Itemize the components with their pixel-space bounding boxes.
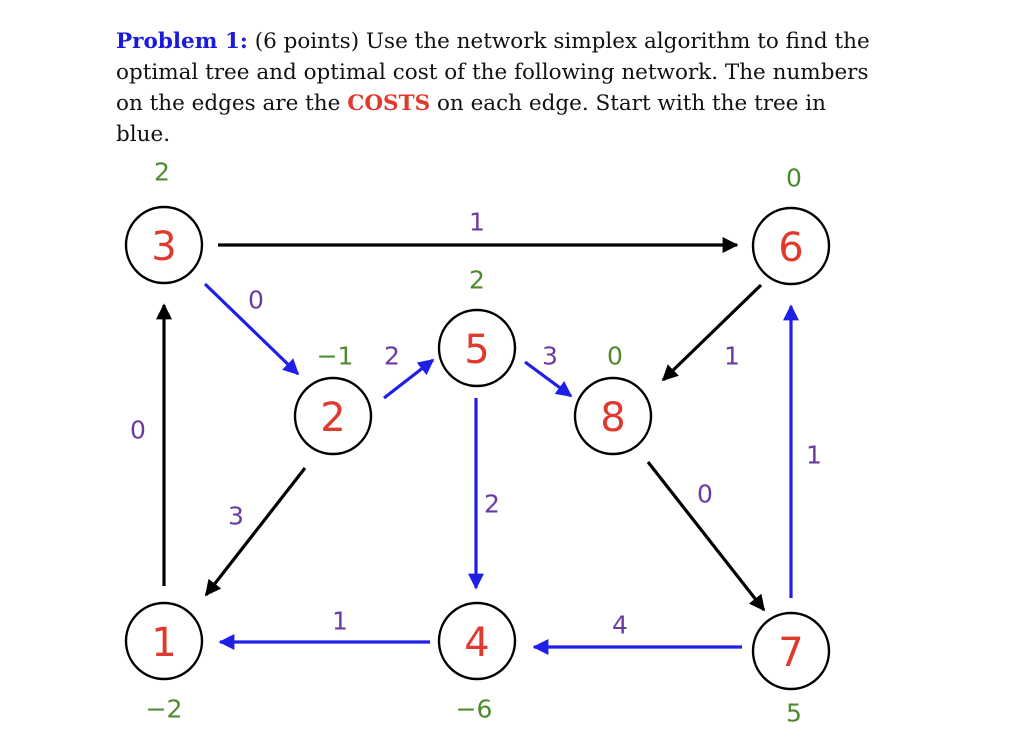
edge-2-to-5 bbox=[383, 358, 435, 400]
edges-layer bbox=[156, 237, 799, 655]
node-5-label: 5 bbox=[464, 327, 489, 373]
edge-cost-1-to-3: 0 bbox=[130, 416, 146, 445]
node-5-potential: 2 bbox=[469, 266, 485, 295]
node-8-circle bbox=[573, 376, 653, 456]
node-6-potential: 0 bbox=[786, 164, 802, 193]
node-2-circle bbox=[293, 376, 373, 456]
edge-cost-2-to-5: 2 bbox=[384, 342, 400, 371]
edge-cost-5-to-8: 3 bbox=[542, 342, 558, 371]
edge-cost-3-to-2: 0 bbox=[248, 286, 264, 315]
edge-cost-2-to-1: 3 bbox=[228, 502, 244, 531]
node-8-label: 8 bbox=[600, 395, 625, 441]
node-4: 4 bbox=[437, 601, 517, 681]
edge-cost-4-to-1: 1 bbox=[332, 607, 348, 636]
labels-layer: 1 0 0 2 3 3 2 1 0 1 1 4 −2 −1 2 −6 2 0 5 0 bbox=[130, 158, 822, 728]
node-2: 2 bbox=[293, 376, 373, 456]
node-6: 6 bbox=[751, 206, 831, 286]
edge-cost-7-to-6: 1 bbox=[806, 441, 822, 470]
node-5: 5 bbox=[437, 308, 517, 388]
problem-label: Problem 1: bbox=[116, 29, 248, 54]
node-4-circle bbox=[437, 601, 517, 681]
problem-text-a: (6 points) Use the network simplex algor… bbox=[116, 29, 870, 116]
node-3-potential: 2 bbox=[154, 158, 170, 187]
edge-cost-7-to-4: 4 bbox=[612, 611, 628, 640]
edge-cost-3-to-6: 1 bbox=[469, 208, 485, 237]
node-3-label: 3 bbox=[151, 224, 176, 270]
node-8-potential: 0 bbox=[607, 342, 623, 371]
node-7-label: 7 bbox=[778, 630, 803, 676]
nodes-layer: 1 2 3 4 5 6 7 8 bbox=[124, 205, 831, 691]
edge-6-to-8 bbox=[661, 283, 763, 382]
node-7-potential: 5 bbox=[786, 699, 802, 728]
edge-cost-5-to-4: 2 bbox=[484, 490, 500, 519]
node-2-potential: −1 bbox=[317, 342, 354, 371]
problem-statement: Problem 1: (6 points) Use the network si… bbox=[116, 26, 876, 150]
edge-cost-8-to-7: 0 bbox=[697, 480, 713, 509]
node-6-circle bbox=[751, 206, 831, 286]
edge-2-to-1 bbox=[204, 467, 307, 597]
node-4-potential: −6 bbox=[456, 695, 493, 724]
node-6-label: 6 bbox=[778, 225, 803, 271]
node-1-label: 1 bbox=[151, 620, 176, 666]
edge-5-to-8 bbox=[524, 360, 573, 398]
node-5-circle bbox=[437, 308, 517, 388]
edge-3-to-2 bbox=[203, 282, 300, 376]
node-1-potential: −2 bbox=[146, 695, 183, 724]
costs-emphasis: COSTS bbox=[347, 91, 431, 116]
edge-cost-6-to-8: 1 bbox=[724, 342, 740, 371]
node-3: 3 bbox=[124, 205, 204, 285]
node-7: 7 bbox=[751, 611, 831, 691]
node-1: 1 bbox=[124, 601, 204, 681]
node-2-label: 2 bbox=[320, 395, 345, 441]
node-1-circle bbox=[124, 601, 204, 681]
node-7-circle bbox=[751, 611, 831, 691]
node-8: 8 bbox=[573, 376, 653, 456]
node-3-circle bbox=[124, 205, 204, 285]
node-4-label: 4 bbox=[464, 620, 489, 666]
problem-text-b: on each edge. Start with the tree in blu… bbox=[116, 91, 826, 147]
edge-8-to-7 bbox=[646, 461, 766, 612]
